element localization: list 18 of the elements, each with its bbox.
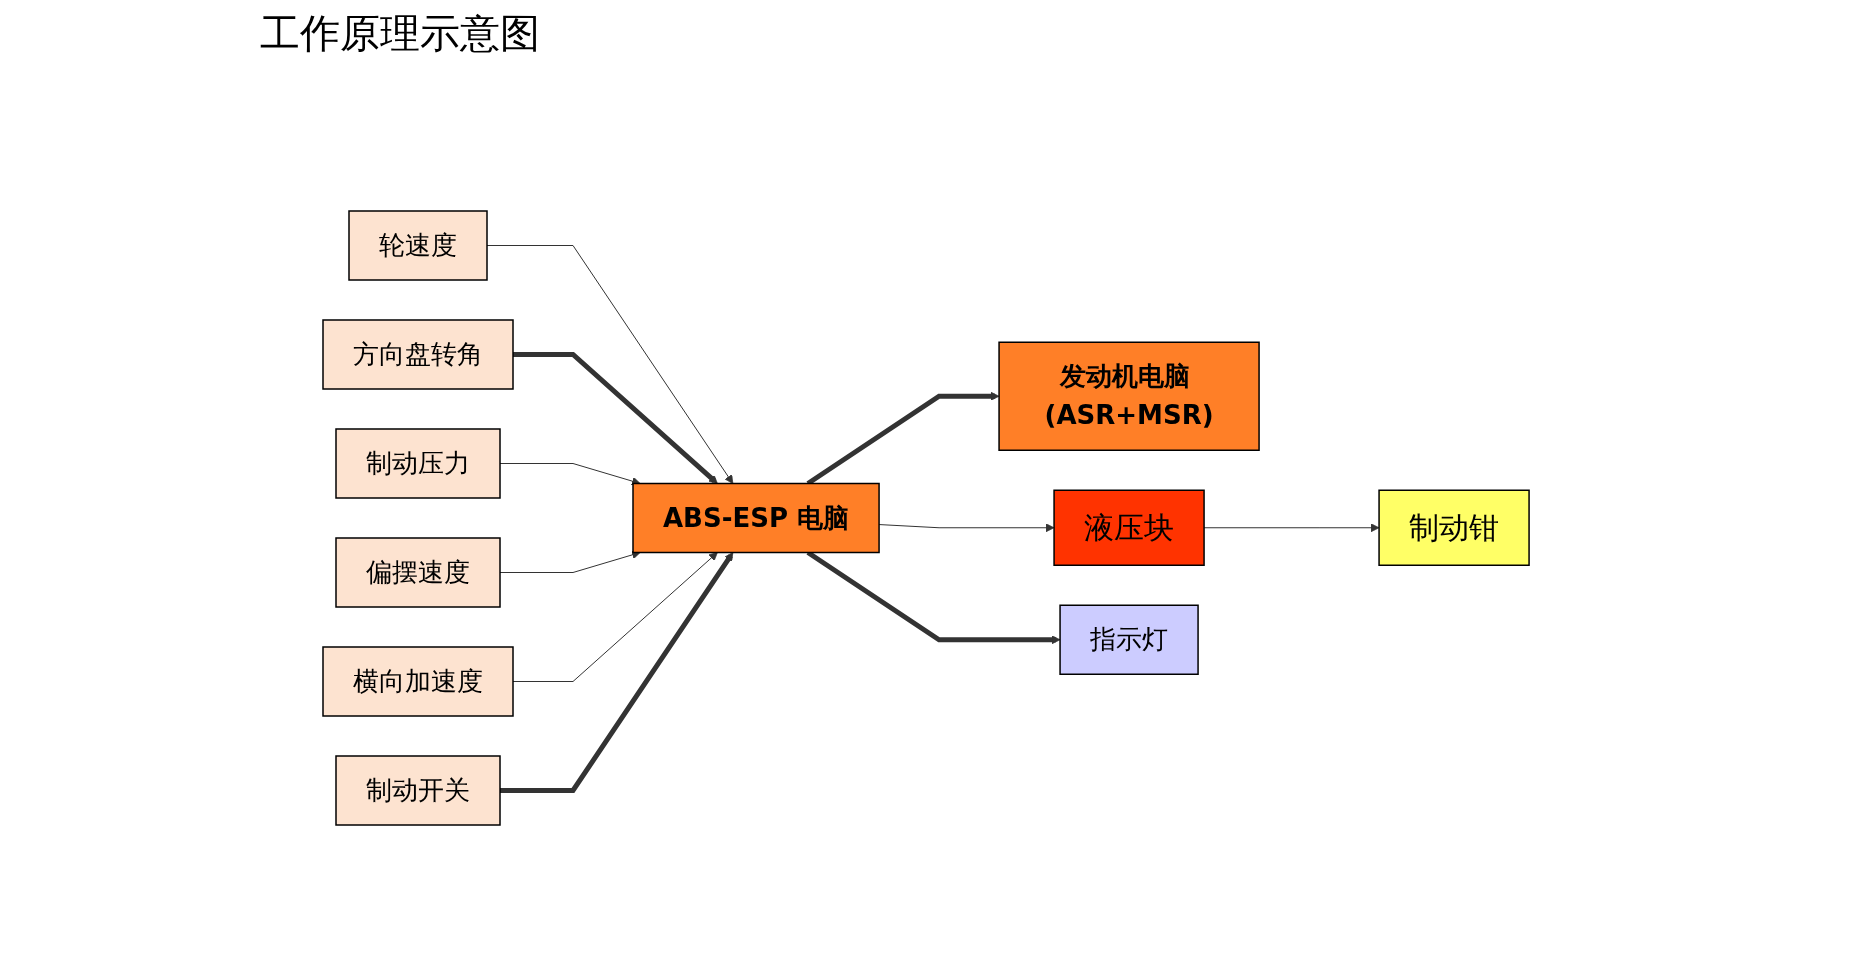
node-box: ABS-ESP 电脑 <box>632 482 880 553</box>
node-box: 横向加速度 <box>322 645 514 717</box>
node-box: 制动压力 <box>335 427 501 499</box>
arrow <box>512 351 718 484</box>
arrow <box>486 244 734 484</box>
arrow <box>499 462 641 485</box>
node-box: 指示灯 <box>1059 604 1199 675</box>
arrow <box>512 551 718 682</box>
arrow <box>499 550 641 573</box>
node-box: 方向盘转角 <box>322 318 514 390</box>
node-box: 偏摆速度 <box>335 536 501 608</box>
node-box: 制动开关 <box>335 754 501 826</box>
node-box: 发动机电脑 (ASR+MSR) <box>998 341 1260 451</box>
arrow <box>499 551 734 793</box>
node-box: 制动钳 <box>1378 489 1530 566</box>
title: 工作原理示意图 <box>260 9 540 58</box>
node-box: 液压块 <box>1053 489 1205 566</box>
node-box: 轮速度 <box>348 209 488 281</box>
